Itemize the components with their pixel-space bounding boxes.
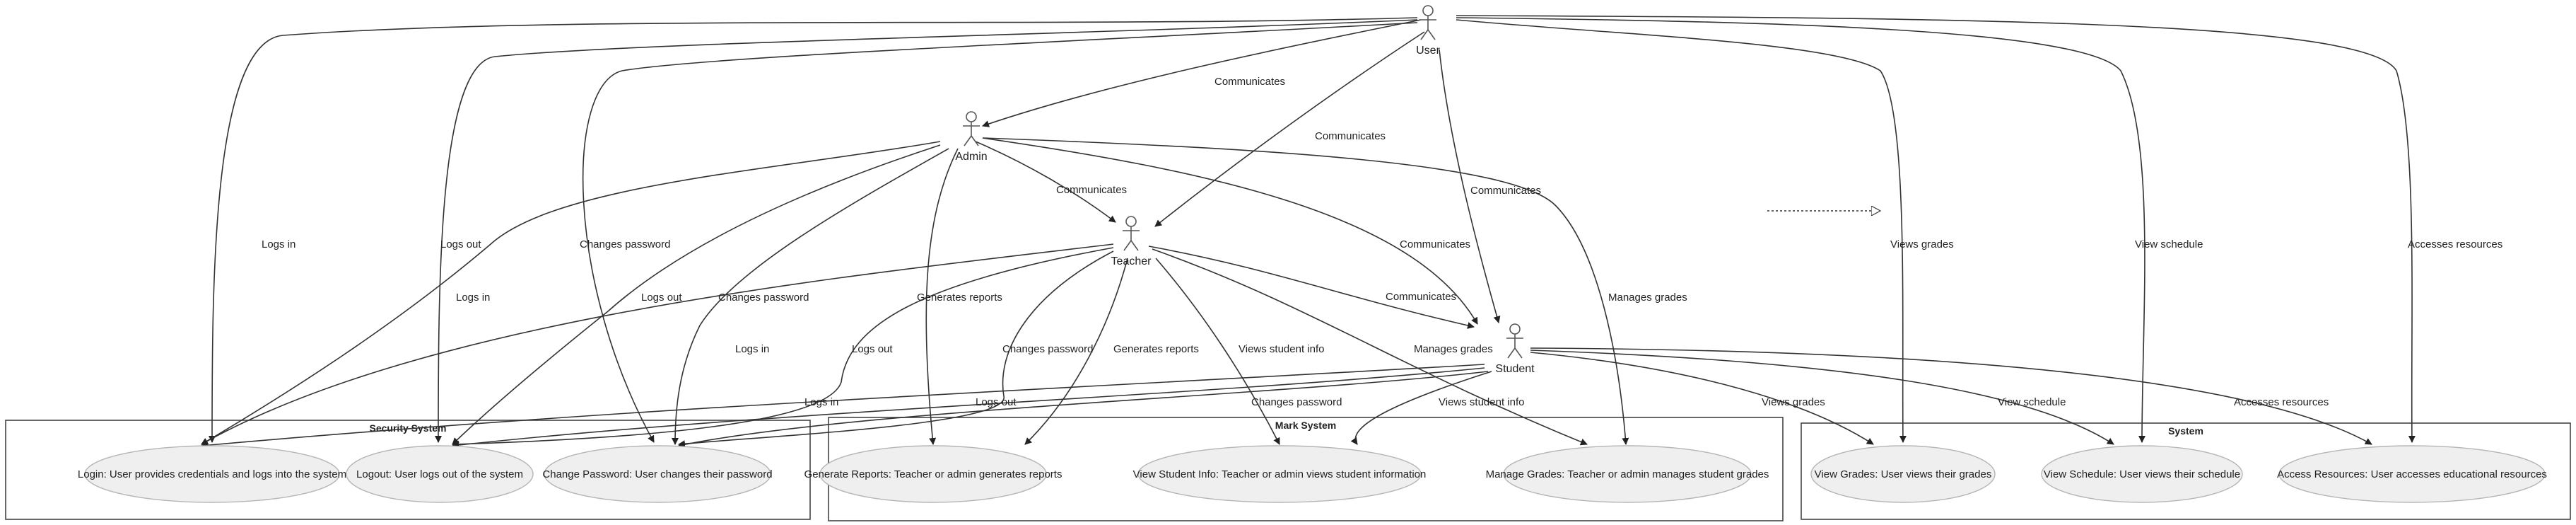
actor-icon <box>1123 216 1140 251</box>
edge-user-admin <box>982 19 1422 127</box>
actor-admin[interactable]: Admin <box>955 111 988 163</box>
edge-admin-login <box>201 141 941 445</box>
edge-label: Logs in <box>735 343 769 355</box>
edge-label: Manages grades <box>1608 292 1687 304</box>
edge-student-viewstu <box>1350 371 1492 445</box>
edge-teacher-mgrades <box>1152 248 1588 446</box>
edge-teacher-viewstu <box>1155 258 1280 445</box>
use-case-label: View Grades: User views their grades <box>1815 468 1992 480</box>
edge-admin-student <box>982 137 1478 325</box>
edge-label: Logs out <box>641 292 682 304</box>
edge-admin-logout <box>452 144 941 445</box>
use-case-access-resources[interactable]: Access Resources: User accesses educatio… <box>2277 445 2547 503</box>
edge-label: Communicates <box>1386 291 1456 303</box>
actor-student[interactable]: Student <box>1495 323 1535 375</box>
edge-user-vsched <box>1456 17 2146 443</box>
edge-label: Communicates <box>1056 184 1127 196</box>
actor-label: Admin <box>955 151 987 163</box>
system-title: Security System <box>370 422 447 434</box>
use-case-label: Generate Reports: Teacher or admin gener… <box>804 468 1062 480</box>
use-case-manage-grades[interactable]: Manage Grades: Teacher or admin manages … <box>1486 445 1769 503</box>
edge-label: View schedule <box>2135 238 2203 250</box>
edge-student-logout <box>452 367 1485 449</box>
actor-label: Teacher <box>1111 255 1152 267</box>
edge-admin-genrep <box>925 148 959 445</box>
edge-student-vsched <box>1530 350 2114 445</box>
edge-label: Generates reports <box>917 292 1002 304</box>
edge-user-vgrades <box>1456 19 1907 443</box>
edge-label: Changes password <box>718 292 809 304</box>
use-case-view-schedule[interactable]: View Schedule: User views their schedule <box>2041 445 2243 503</box>
edge-label: Logs in <box>262 238 295 250</box>
edge-label: Accesses resources <box>2408 238 2502 250</box>
actor-user[interactable]: User <box>1416 5 1441 57</box>
edge-user-changepw <box>582 22 1418 443</box>
actor-label: User <box>1416 45 1440 57</box>
system-title: System <box>2168 425 2203 437</box>
edge-teacher-changepw <box>678 250 1114 448</box>
edge-label: Generates reports <box>1113 343 1199 355</box>
edge-teacher-genrep <box>1024 258 1128 445</box>
edge-label: Logs out <box>852 343 893 355</box>
edge-teacher-login <box>201 243 1114 445</box>
edge-user-access <box>1456 15 2416 443</box>
use-case-label: Access Resources: User accesses educatio… <box>2277 468 2547 480</box>
edge-admin-changepw <box>672 148 949 445</box>
system-title: Mark System <box>1275 420 1336 431</box>
edge-label: Communicates <box>1470 185 1541 197</box>
edge-user-login <box>209 17 1418 443</box>
edge-student-vgrades <box>1530 352 1874 445</box>
use-case-label: View Schedule: User views their schedule <box>2044 468 2240 480</box>
use-case-label: View Student Info: Teacher or admin view… <box>1133 468 1427 480</box>
actor-teacher[interactable]: Teacher <box>1111 216 1152 267</box>
edge-label: Changes password <box>1251 396 1342 408</box>
edge-label: Changes password <box>580 238 670 250</box>
edge-label: Manages grades <box>1414 343 1493 355</box>
use-case-label: Logout: User logs out of the system <box>356 468 523 480</box>
edge-label: Logs out <box>976 396 1017 408</box>
edge-label: Views grades <box>1890 238 1954 250</box>
edge-label: Communicates <box>1400 238 1470 250</box>
use-case-label: Manage Grades: Teacher or admin manages … <box>1486 468 1769 480</box>
edge-label: Changes password <box>1002 343 1093 355</box>
system-general: System <box>1801 422 2571 520</box>
use-case-change-password[interactable]: Change Password: User changes their pass… <box>542 445 773 503</box>
use-case-logout[interactable]: Logout: User logs out of the system <box>346 445 534 503</box>
edge-label: Logs out <box>440 238 481 250</box>
actor-icon <box>1419 5 1436 40</box>
actor-label: Student <box>1495 363 1535 375</box>
edge-label: Communicates <box>1315 130 1386 142</box>
edge-student-changepw <box>678 371 1489 449</box>
edge-label: Views student info <box>1439 396 1524 408</box>
edge-user-teacher <box>1154 31 1425 227</box>
edge-user-student <box>1439 49 1501 323</box>
edge-label: Logs in <box>804 396 838 408</box>
actor-icon <box>1506 323 1523 359</box>
edge-label: Views grades <box>1762 396 1825 408</box>
edge-user-logout <box>435 19 1418 443</box>
use-case-label: Change Password: User changes their pass… <box>542 468 772 480</box>
actor-icon <box>963 111 980 146</box>
edge-admin-teacher <box>975 141 1116 223</box>
use-case-view-grades[interactable]: View Grades: User views their grades <box>1810 445 1996 503</box>
edge-label: View schedule <box>1998 396 2066 408</box>
use-case-generate-reports[interactable]: Generate Reports: Teacher or admin gener… <box>804 445 1062 503</box>
edge-labels: Communicates Communicates Communicates L… <box>262 76 2502 408</box>
edge-label: Accesses resources <box>2234 396 2329 408</box>
edge-student-login <box>201 364 1485 449</box>
use-case-login[interactable]: Login: User provides credentials and log… <box>78 445 346 503</box>
edges <box>201 15 2416 449</box>
edge-label: Communicates <box>1214 76 1285 88</box>
edge-student-access <box>1530 347 2372 445</box>
edge-teacher-student <box>1148 246 1475 329</box>
use-case-label: Login: User provides credentials and log… <box>78 468 346 480</box>
edge-admin-mgrades <box>982 137 1629 445</box>
use-case-view-student-info[interactable]: View Student Info: Teacher or admin view… <box>1133 445 1427 503</box>
edge-label: Logs in <box>456 292 490 304</box>
system-security: Security System <box>5 420 811 520</box>
edge-teacher-logout <box>452 247 1114 448</box>
edge-label: Views student info <box>1239 343 1324 355</box>
